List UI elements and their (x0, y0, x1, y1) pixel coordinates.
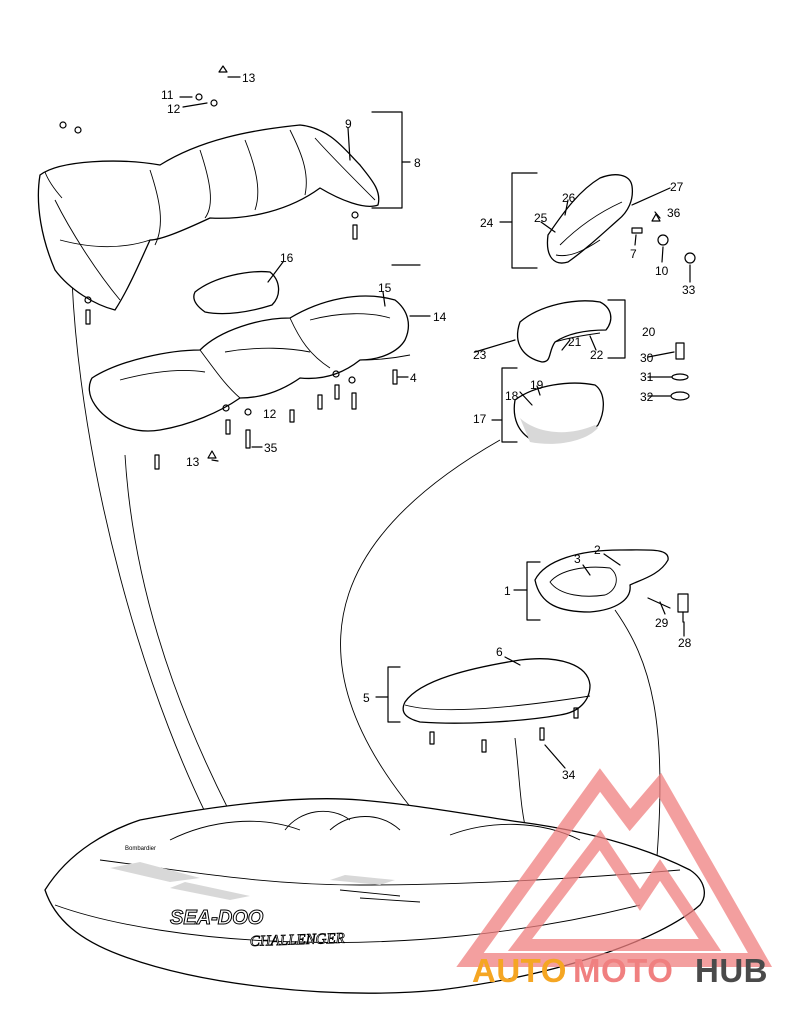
callout-33: 33 (682, 283, 696, 297)
callout-12-mid: 12 (263, 407, 277, 421)
callout-13-mid: 13 (186, 455, 200, 469)
grab-handle[interactable] (534, 549, 669, 613)
callout-6: 6 (496, 645, 503, 659)
callout-27: 27 (670, 180, 684, 194)
hull-brand-decal: SEA-DOO (170, 907, 264, 929)
fasteners (59, 65, 696, 753)
callout-32: 32 (640, 390, 654, 404)
callout-3: 3 (574, 552, 581, 566)
group-brackets (179, 76, 691, 769)
hull-side-decal: Bombardier (125, 846, 156, 852)
callout-2: 2 (594, 543, 601, 557)
callout-36: 36 (667, 206, 681, 220)
callout-labels: 11 12 13 9 8 16 15 14 4 12 13 35 24 25 2… (161, 71, 696, 782)
callout-29: 29 (655, 616, 669, 630)
callout-9: 9 (345, 117, 352, 131)
main-seat[interactable] (88, 295, 411, 432)
backrest[interactable] (546, 174, 634, 264)
callout-13-top: 13 (242, 71, 256, 85)
callout-19: 19 (530, 378, 544, 392)
callout-23: 23 (473, 348, 487, 362)
callout-12-top: 12 (167, 102, 181, 116)
callout-28: 28 (678, 636, 692, 650)
callout-10: 10 (655, 264, 669, 278)
watermark-moto: MOTO (573, 952, 673, 989)
watermark-logo (456, 768, 773, 967)
callout-26: 26 (562, 191, 576, 205)
callout-25: 25 (534, 211, 548, 225)
watermark-hub: HUB (695, 952, 768, 989)
callout-34: 34 (562, 768, 576, 782)
cushion-pad[interactable] (402, 658, 591, 724)
callout-15: 15 (378, 281, 392, 295)
callout-21: 21 (568, 335, 582, 349)
callout-16: 16 (280, 251, 294, 265)
callout-14: 14 (433, 310, 447, 324)
bolster[interactable] (517, 300, 612, 363)
callout-8: 8 (414, 156, 421, 170)
callout-22: 22 (590, 348, 604, 362)
callout-20: 20 (642, 325, 656, 339)
callout-4: 4 (410, 371, 417, 385)
callout-11: 11 (161, 88, 174, 102)
rear-seat-cover[interactable] (37, 124, 380, 311)
storage-lid[interactable] (513, 382, 604, 444)
callout-1: 1 (504, 584, 511, 598)
watermark-text: AUTO MOTO HUB (472, 952, 768, 989)
callout-30: 30 (640, 351, 654, 365)
callout-7: 7 (630, 247, 637, 261)
callout-24: 24 (480, 216, 494, 230)
hull-model-decal: CHALLENGER (250, 931, 346, 950)
callout-5: 5 (363, 691, 370, 705)
callout-17: 17 (473, 412, 487, 426)
callout-35: 35 (264, 441, 278, 455)
callout-31: 31 (640, 370, 654, 384)
watermark-auto: AUTO (472, 952, 567, 989)
seat-pad[interactable] (193, 270, 280, 315)
callout-18: 18 (505, 389, 519, 403)
